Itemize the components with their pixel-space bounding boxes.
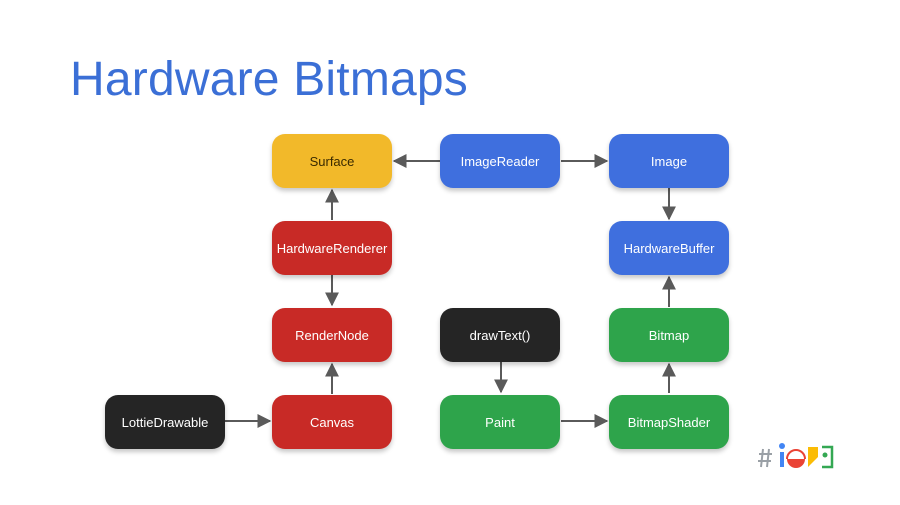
logo-yellow-shape (808, 447, 818, 467)
google-io-logo (758, 443, 834, 469)
node-paint: Paint (440, 395, 560, 449)
node-bitmapshader: BitmapShader (609, 395, 729, 449)
logo-blue-dot (779, 443, 785, 449)
node-drawtext: drawText() (440, 308, 560, 362)
node-image: Image (609, 134, 729, 188)
node-surface: Surface (272, 134, 392, 188)
node-hardwarerenderer: HardwareRenderer (272, 221, 392, 275)
logo-red-outline (786, 449, 806, 460)
slide-title: Hardware Bitmaps (70, 53, 469, 106)
node-bitmap: Bitmap (609, 308, 729, 362)
logo-green-outline (822, 445, 834, 469)
node-hardwarebuffer: HardwareBuffer (609, 221, 729, 275)
node-lottiedrawable: LottieDrawable (105, 395, 225, 449)
node-canvas: Canvas (272, 395, 392, 449)
logo-green-dot (822, 452, 828, 458)
node-rendernode: RenderNode (272, 308, 392, 362)
node-imagereader: ImageReader (440, 134, 560, 188)
hash-icon (758, 448, 772, 468)
logo-red-half-circle (787, 459, 805, 468)
logo-blue-bar (780, 452, 784, 467)
